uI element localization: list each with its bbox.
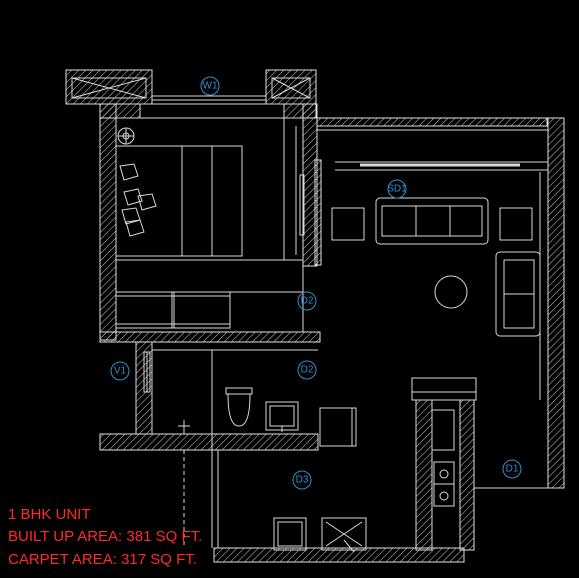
tag-v1: V1 (110, 361, 130, 381)
tag-d2-bath: D2 (297, 360, 317, 380)
svg-text:D2: D2 (301, 296, 314, 307)
built-up-area-label: BUILT UP AREA: 381 SQ FT. (8, 528, 203, 545)
unit-type-label: 1 BHK UNIT (8, 506, 91, 523)
tag-d3: D3 (292, 470, 312, 490)
tag-d1: D1 (502, 459, 522, 479)
svg-text:W1: W1 (203, 81, 218, 92)
tag-sd1: SD1 (387, 179, 407, 199)
svg-text:D1: D1 (506, 464, 519, 475)
svg-text:V1: V1 (114, 366, 127, 377)
svg-text:D2: D2 (301, 365, 314, 376)
svg-text:D3: D3 (296, 475, 309, 486)
linework (71, 77, 548, 553)
svg-text:SD1: SD1 (387, 184, 407, 195)
carpet-area-label: CARPET AREA: 317 SQ FT. (8, 551, 197, 568)
tag-w1: W1 (200, 76, 220, 96)
tag-d2-bedroom: D2 (297, 291, 317, 311)
